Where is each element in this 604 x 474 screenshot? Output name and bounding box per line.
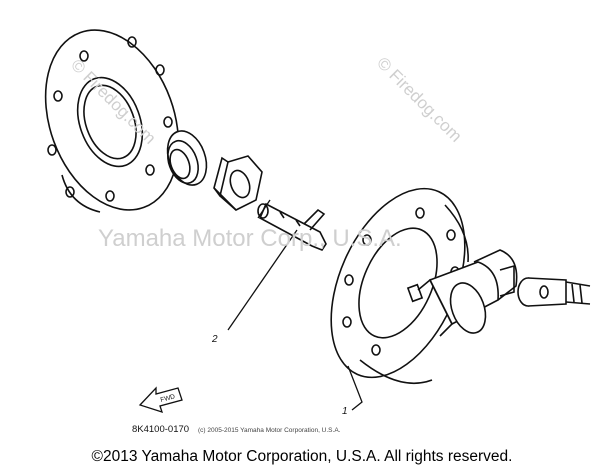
hub-flange-part-1 xyxy=(330,187,469,385)
leader-line-1 xyxy=(347,365,363,411)
left-flange-plate xyxy=(44,29,180,213)
watermark-center: Yamaha Motor Corp., U.S.A. xyxy=(98,225,402,252)
watermark-right: © Firedog.com xyxy=(373,53,465,145)
footer-copyright: ©2013 Yamaha Motor Corporation, U.S.A. A… xyxy=(91,448,513,465)
leader-lines xyxy=(227,199,363,411)
part-number: 8K4100-0170 xyxy=(132,424,189,435)
pin-part-2 xyxy=(257,202,327,251)
hex-nut xyxy=(213,155,263,211)
fwd-arrow-icon: FWD xyxy=(138,386,183,414)
small-copyright: (c) 2005-2015 Yamaha Motor Corporation, … xyxy=(198,427,341,434)
hub-shaft xyxy=(406,249,518,337)
right-fitting xyxy=(517,277,591,307)
callout-label-1: 1 xyxy=(342,406,348,417)
callout-label-2: 2 xyxy=(211,334,218,345)
fwd-label: FWD xyxy=(160,393,176,404)
leader-line-2 xyxy=(227,229,298,331)
washer xyxy=(166,130,208,186)
